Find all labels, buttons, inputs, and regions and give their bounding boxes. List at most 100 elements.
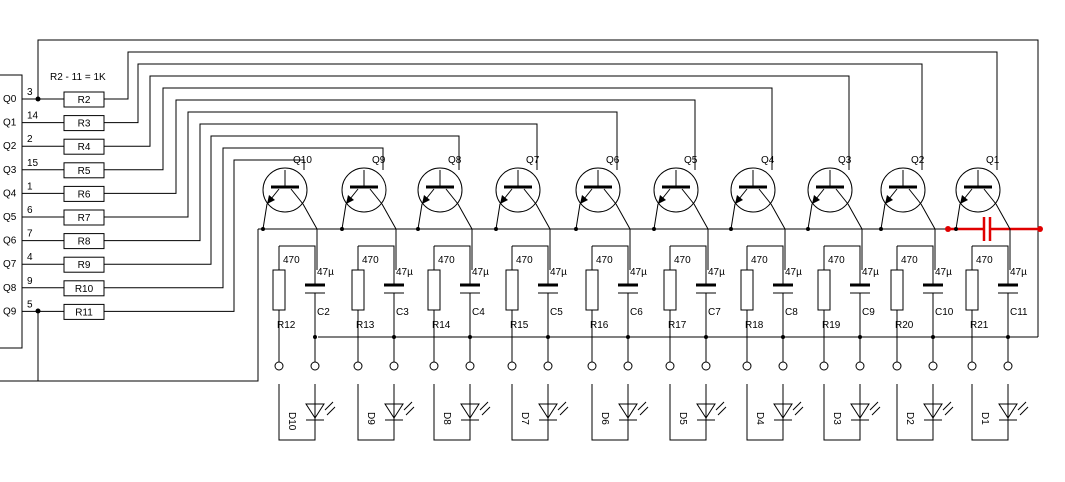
base-resistor-label: R3 [78,119,91,130]
ic-pin-label: Q5 [3,212,17,223]
led-ray [557,401,567,411]
transistor-collector [603,188,617,205]
base-resistor-label: R6 [78,189,91,200]
capacitor-value: 47µ [396,267,413,278]
led-ray [637,401,647,411]
emitter-arrow [812,195,820,204]
capacitor-label: C8 [785,307,798,318]
transistor-symbol [955,167,1001,213]
emitter-resistor [427,269,441,311]
collector-to-cap [972,245,1009,270]
led-loop [591,384,629,441]
transistor-collector [290,188,304,205]
ic-pin-label: Q2 [3,141,17,152]
rail-node [652,227,656,231]
resistor-label: R20 [895,320,914,331]
emitter-resistor [740,269,754,311]
transistor-collector [835,188,849,205]
resistor-value: 470 [976,255,993,266]
capacitor-label: C6 [630,307,643,318]
base-wire [104,87,773,171]
led-ray [717,406,727,416]
emitter-lead [575,203,581,230]
collector-lead [847,203,863,270]
bottom-rail-node [626,335,630,339]
ic-pin-number: 14 [27,111,39,122]
resistor-label: R19 [822,320,841,331]
emitter-lead [807,203,813,230]
emitter-resistor [505,269,519,311]
capacitor-value: 47µ [550,267,567,278]
resistor-label: R17 [668,320,687,331]
emitter-resistor [663,269,677,311]
emitter-lead [341,203,347,230]
led-loop [669,384,707,441]
led-ray [792,401,802,411]
ic-connections: Q03R2Q114R3Q22R4Q315R5Q41R6Q56R7Q67R8Q74… [3,51,998,320]
collector-to-cap [592,245,629,270]
led-ray [942,401,952,411]
led-label: D10 [286,412,297,431]
base-wire [104,159,305,312]
ic-pin-label: Q4 [3,188,17,199]
emitter-resistor [890,269,904,311]
led-label: D2 [904,412,915,425]
collector-to-cap [747,245,784,270]
led-loop [433,384,471,441]
resistor-label: R18 [745,320,764,331]
emitter-resistor [817,269,831,311]
resistor-value: 470 [283,255,300,266]
collector-lead [381,203,397,270]
rail-node [416,227,420,231]
bottom-rail-node [1006,335,1010,339]
collector-to-cap [279,245,316,270]
transistor-collector [758,188,772,205]
capacitor-value: 47µ [317,267,334,278]
collector-lead [995,203,1011,270]
base-resistor-label: R7 [78,213,91,224]
emitter-arrow [735,195,743,204]
capacitor-label: C5 [550,307,563,318]
emitter-lead [653,203,659,230]
capacitor-label: C7 [708,307,721,318]
capacitor-value: 47µ [630,267,647,278]
led-ray [1017,401,1027,411]
capacitor-value: 47µ [862,267,879,278]
terminal-left [507,361,517,371]
emitter-arrow [885,195,893,204]
ic-pin-number: 5 [27,299,33,310]
ic-pin-label: Q8 [3,283,17,294]
collector-to-cap [358,245,395,270]
resistor-label: R21 [970,320,989,331]
collector-to-cap [434,245,471,270]
terminal-right [623,361,633,371]
terminal-right [389,361,399,371]
capacitor-value: 47µ [708,267,725,278]
ic-pin-number: 2 [27,134,33,145]
capacitor-label: C4 [472,307,485,318]
transistor-collector [369,188,383,205]
bottom-rail-node [392,335,396,339]
led-ray [559,406,569,416]
emitter-arrow [960,195,968,204]
bottom-rail-node [704,335,708,339]
transistor-symbol [730,167,776,213]
collector-to-cap [897,245,934,270]
bottom-rail-node [546,335,550,339]
rail-node [954,227,958,231]
collector-lead [693,203,709,270]
terminal-left [665,361,675,371]
emitter-resistor [351,269,365,311]
